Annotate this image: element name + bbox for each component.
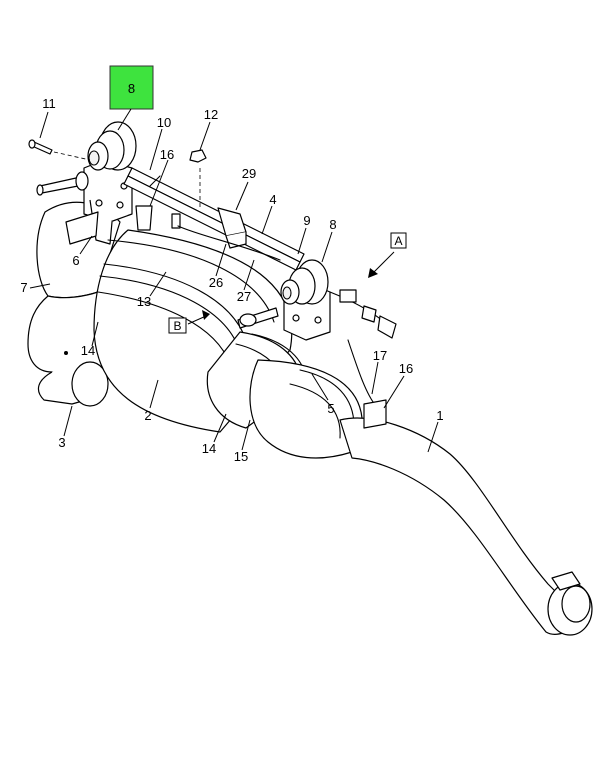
callout-2: 2 (144, 408, 151, 423)
highlight-box (109, 65, 154, 110)
callout-27: 27 (237, 289, 251, 304)
callout-14-left: 14 (81, 343, 95, 358)
callout-14-right: 14 (202, 441, 216, 456)
callout-26: 26 (209, 275, 223, 290)
right-bolt (237, 307, 279, 329)
callout-6: 6 (72, 253, 79, 268)
callout-10: 10 (157, 115, 171, 130)
callout-8-right: 8 (329, 217, 336, 232)
left-isolator-mount (87, 121, 137, 171)
right-isolator-mount (280, 259, 329, 305)
callout-4: 4 (269, 192, 276, 207)
callout-leaders (29, 111, 439, 453)
outlet-pipe (339, 399, 593, 636)
left-screw-11 (28, 139, 91, 161)
callout-16-top: 16 (160, 147, 174, 162)
left-bolt (36, 171, 89, 196)
clip-29 (217, 207, 247, 249)
callout-11: 11 (42, 96, 56, 111)
callout-1: 1 (436, 408, 443, 423)
svg-text:B: B (173, 319, 181, 333)
left-mount-bracket (65, 159, 133, 245)
highlight-leader (117, 108, 132, 131)
callout-12: 12 (204, 107, 218, 122)
sensor-16-top (135, 205, 181, 231)
nut-12 (189, 149, 207, 163)
sensor-harness (177, 225, 397, 407)
callout-15: 15 (234, 449, 248, 464)
callout-3: 3 (58, 435, 65, 450)
outlet-cone (249, 359, 363, 459)
callout-13: 13 (137, 294, 151, 309)
callout-29: 29 (242, 166, 256, 181)
callout-7: 7 (20, 280, 27, 295)
callout-17: 17 (373, 348, 387, 363)
callout-16-right: 16 (399, 361, 413, 376)
view-ref-b: B (168, 310, 210, 334)
callout-5: 5 (327, 401, 334, 416)
callout-9: 9 (303, 213, 310, 228)
highlight-label: 8 (128, 81, 135, 96)
svg-text:A: A (394, 234, 402, 248)
view-ref-a: A (368, 232, 407, 278)
